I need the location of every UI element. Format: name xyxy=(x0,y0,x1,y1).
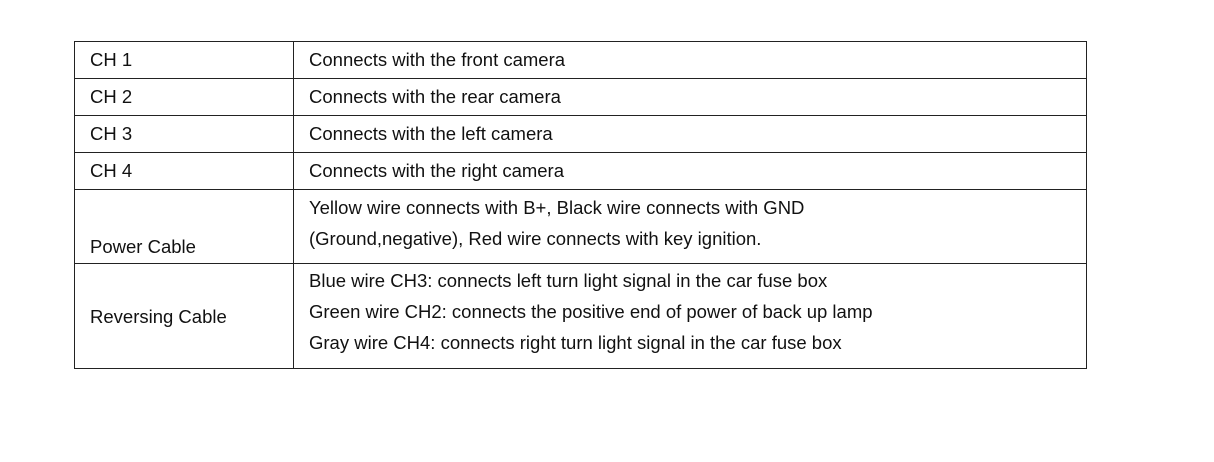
row-description-cell: Yellow wire connects with B+, Black wire… xyxy=(293,189,1087,264)
description-line: Green wire CH2: connects the positive en… xyxy=(309,301,873,322)
description-line: Gray wire CH4: connects right turn light… xyxy=(309,332,842,353)
table-row-ch1: CH 1 Connects with the front camera xyxy=(74,41,1087,79)
cable-connection-table: CH 1 Connects with the front camera CH 2… xyxy=(74,41,1087,369)
table-row-reversing-cable: Reversing Cable Blue wire CH3: connects … xyxy=(74,263,1087,369)
row-label-cell: CH 4 xyxy=(74,152,294,190)
row-description-cell: Connects with the rear camera xyxy=(293,78,1087,116)
row-description-cell: Blue wire CH3: connects left turn light … xyxy=(293,263,1087,369)
table-row-ch2: CH 2 Connects with the rear camera xyxy=(74,78,1087,116)
row-label: Power Cable xyxy=(90,236,196,257)
row-label-cell: CH 2 xyxy=(74,78,294,116)
description-line: Blue wire CH3: connects left turn light … xyxy=(309,270,828,291)
row-label-cell: Reversing Cable xyxy=(74,263,294,369)
row-description-cell: Connects with the right camera xyxy=(293,152,1087,190)
row-label: Reversing Cable xyxy=(90,305,227,327)
row-label: CH 2 xyxy=(90,86,133,107)
row-description-cell: Connects with the left camera xyxy=(293,115,1087,153)
row-description: Connects with the right camera xyxy=(309,160,565,181)
row-label: CH 4 xyxy=(90,160,133,181)
row-label-cell: CH 3 xyxy=(74,115,294,153)
row-label-cell: CH 1 xyxy=(74,41,294,79)
row-label-cell: Power Cable xyxy=(74,189,294,264)
row-description: Connects with the rear camera xyxy=(309,86,561,107)
table-row-ch3: CH 3 Connects with the left camera xyxy=(74,115,1087,153)
row-description: Connects with the left camera xyxy=(309,123,553,144)
row-description: Connects with the front camera xyxy=(309,49,566,70)
description-line: Yellow wire connects with B+, Black wire… xyxy=(309,197,805,218)
description-line: (Ground,negative), Red wire connects wit… xyxy=(309,228,762,249)
table-row-ch4: CH 4 Connects with the right camera xyxy=(74,152,1087,190)
row-label: CH 3 xyxy=(90,123,133,144)
table-row-power-cable: Power Cable Yellow wire connects with B+… xyxy=(74,189,1087,264)
row-label: CH 1 xyxy=(90,49,133,70)
row-description-cell: Connects with the front camera xyxy=(293,41,1087,79)
